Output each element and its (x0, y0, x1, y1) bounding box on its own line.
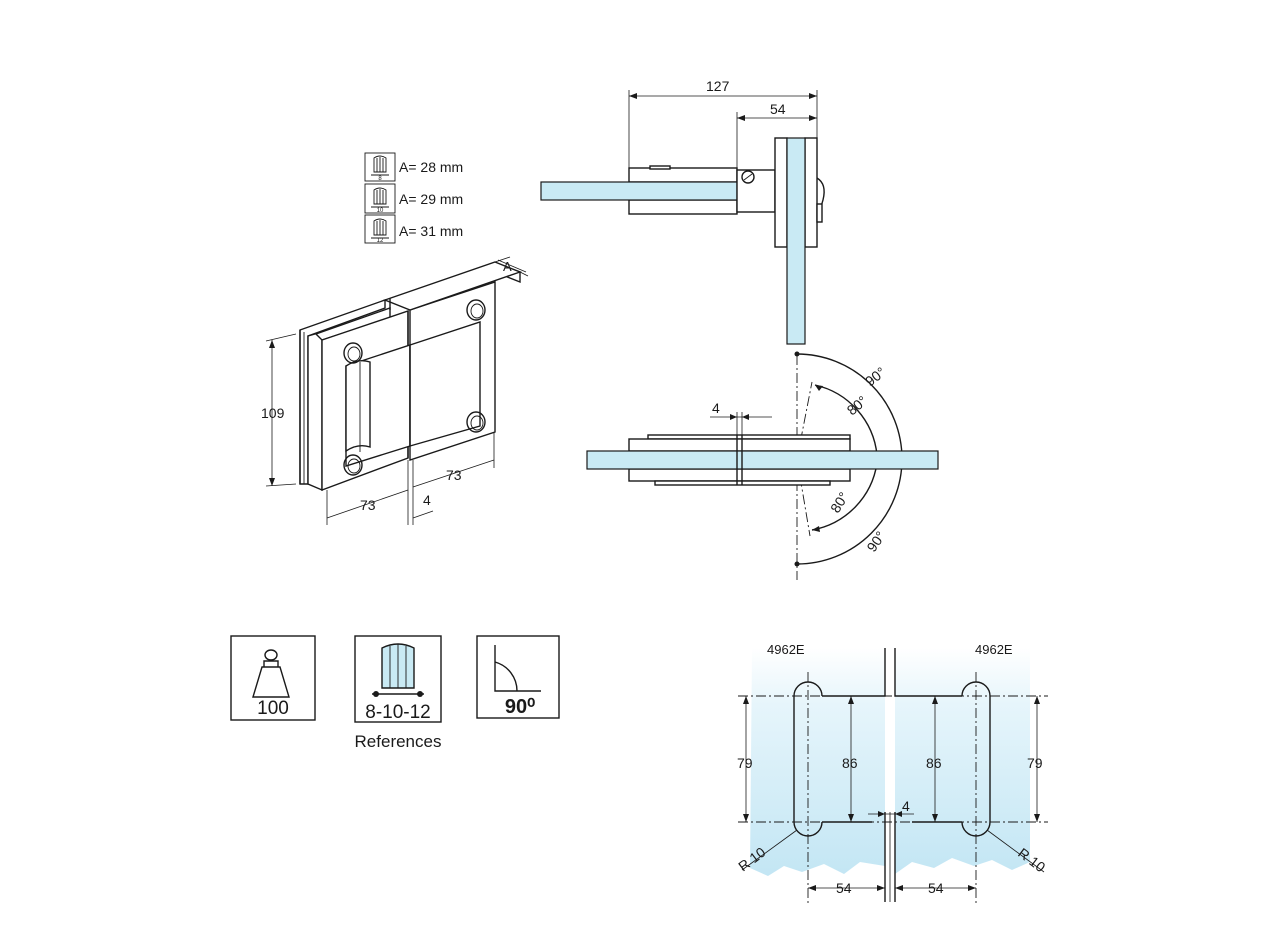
right-code: 4962E (975, 642, 1013, 657)
dim-inner-height-left: 86 (842, 755, 858, 771)
thickness-icon-value: 8 (378, 176, 382, 182)
top-view: 127 54 (540, 78, 825, 345)
dim-outer-height-right: 79 (1027, 755, 1043, 771)
dim-width-left: 54 (836, 880, 852, 896)
screw-hole (466, 299, 486, 321)
left-code: 4962E (767, 642, 805, 657)
angle-lower-inner: 80° (827, 489, 852, 515)
references-label: References (355, 732, 442, 751)
dim-height: 109 (261, 405, 285, 421)
load-value: 100 (257, 698, 289, 719)
screw-icon (741, 170, 755, 184)
glass-thickness: 8-10-12 (365, 702, 431, 723)
thickness-label: A= 28 mm (399, 159, 463, 175)
dim-gap: 4 (902, 798, 910, 814)
dim-body: 54 (770, 101, 786, 117)
dim-gap: 4 (712, 400, 720, 416)
angle-upper-outer: 90° (862, 364, 889, 390)
glass-panel (786, 137, 806, 345)
screw-hole (466, 411, 486, 433)
weight-icon (252, 666, 290, 698)
glass-panel (586, 450, 939, 470)
badge-load: 100 (230, 635, 316, 721)
dim-right-width: 73 (446, 467, 462, 483)
thickness-row: 8 A= 28 mm (364, 152, 463, 182)
badge-glass-thickness: 8-10-12 (354, 635, 442, 723)
iso-hinge-view: 109 73 73 4 A (261, 256, 529, 525)
badge-angle: 90⁰ (476, 635, 560, 719)
angle-value: 90⁰ (505, 696, 535, 718)
thickness-label: A= 31 mm (399, 223, 463, 239)
glass-8-icon (364, 152, 396, 182)
screw-hole (343, 454, 363, 476)
glass-10-icon (364, 183, 396, 214)
dim-overall: 127 (706, 78, 730, 94)
thickness-row: 12 A= 31 mm (364, 214, 463, 244)
dim-left-width: 73 (360, 497, 376, 513)
angle-icon (494, 645, 541, 692)
thickness-row: 10 A= 29 mm (364, 183, 463, 214)
dim-gap: 4 (423, 492, 431, 508)
screw-hole (343, 342, 363, 364)
dim-width-right: 54 (928, 880, 944, 896)
angle-upper-inner: 80° (844, 392, 871, 418)
rotation-view: 90° 80° 80° 90° 4 (586, 351, 939, 580)
thickness-table: 8 A= 28 mm 10 A= 29 mm 12 A= 31 mm (364, 152, 463, 244)
dim-inner-height-right: 86 (926, 755, 942, 771)
glass-panel (540, 181, 738, 201)
thickness-icon-value: 12 (377, 238, 384, 244)
thickness-label: A= 29 mm (399, 191, 463, 207)
angle-lower-outer: 90° (863, 528, 888, 555)
cutout-view: 4962E 4962E 79 86 86 79 4 54 54 R 10 R 1 (735, 642, 1049, 905)
dim-thickness: A (503, 259, 512, 274)
dim-outer-height-left: 79 (737, 755, 753, 771)
glass-12-icon (364, 214, 396, 244)
thickness-icon-value: 10 (377, 208, 384, 214)
radius-right: R 10 (1015, 845, 1048, 876)
